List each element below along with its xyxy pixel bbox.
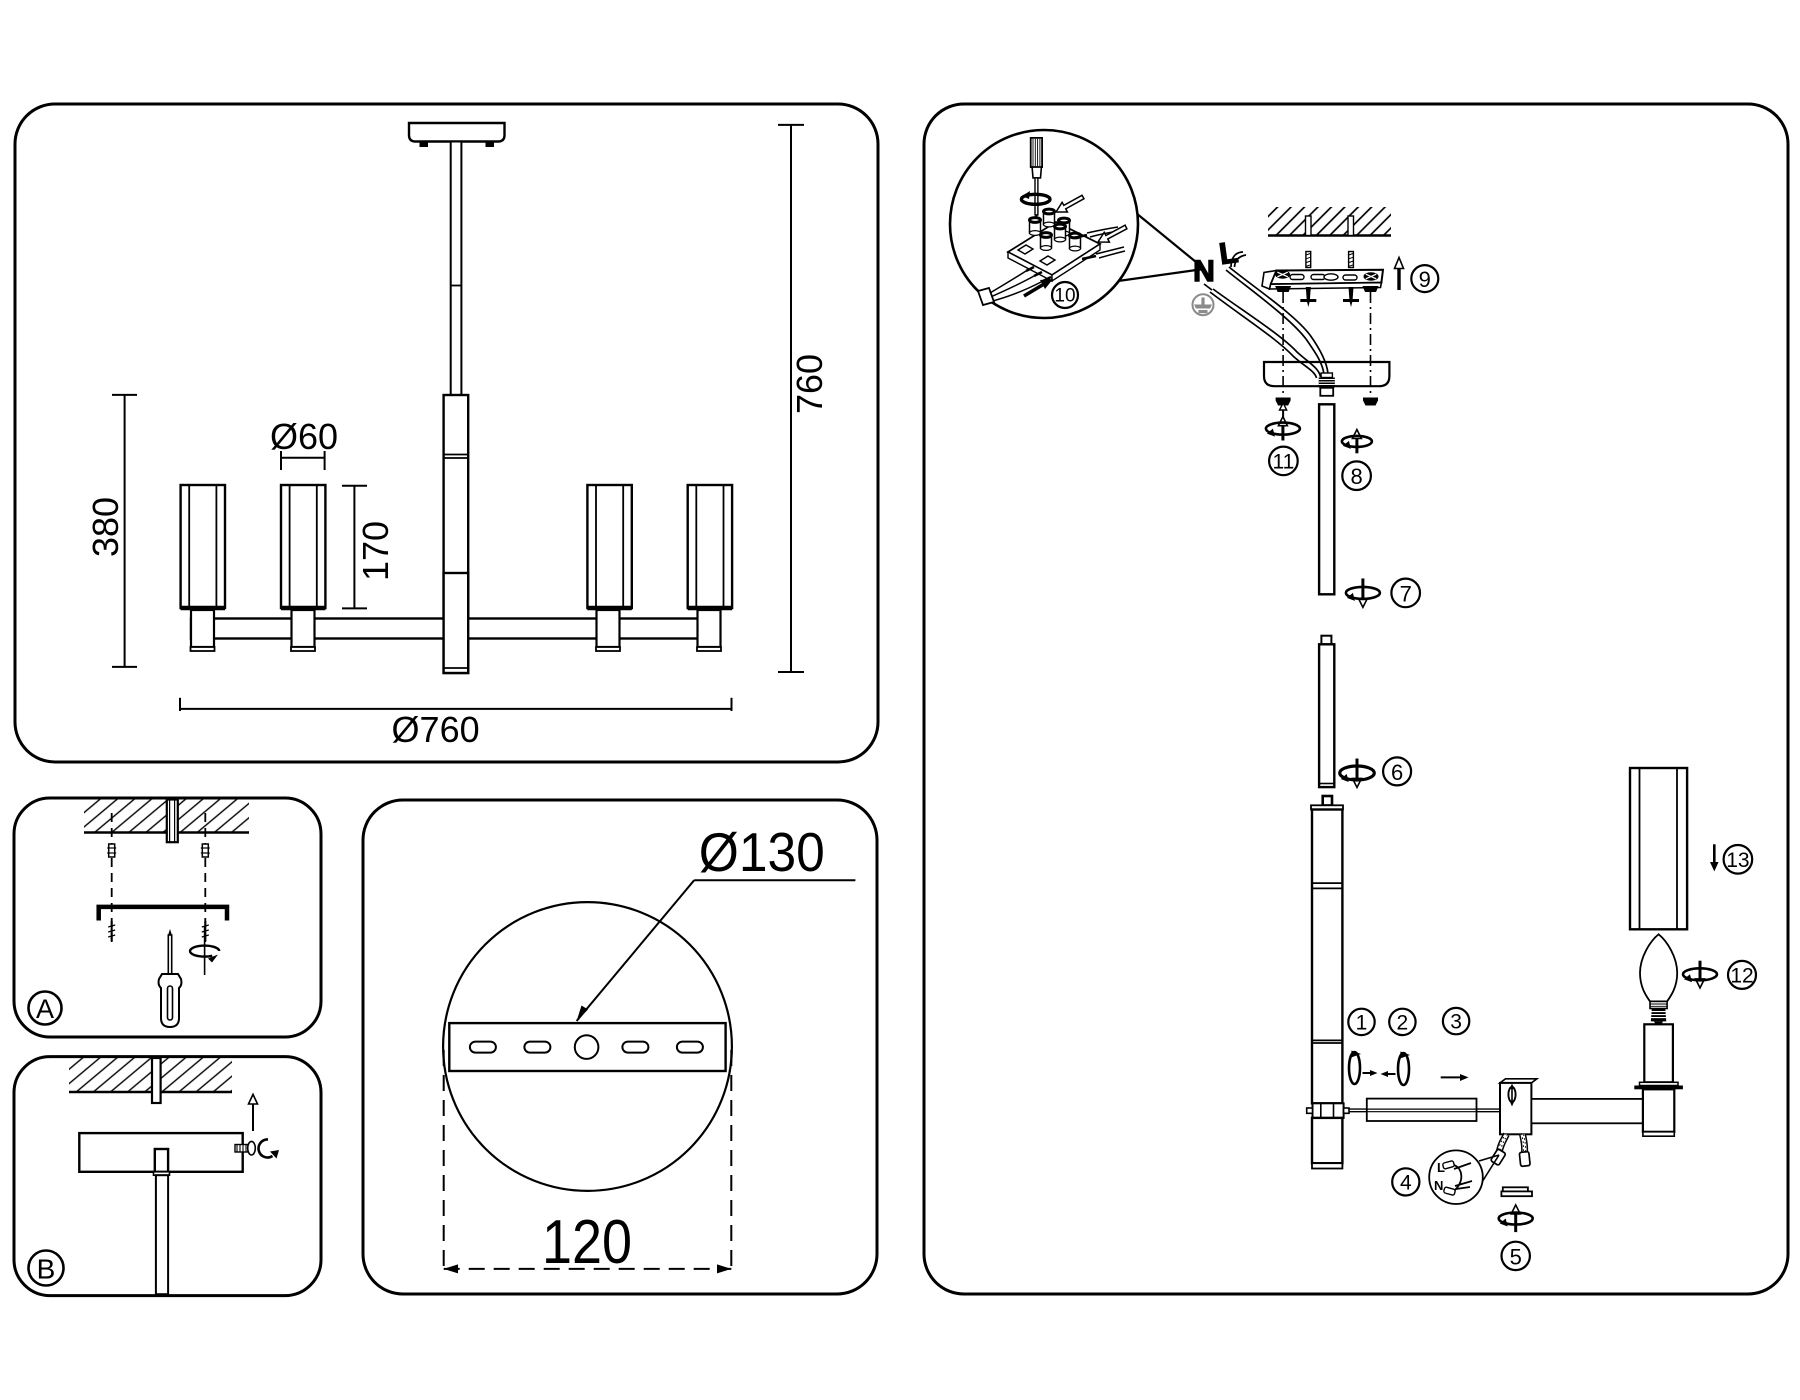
- svg-text:4: 4: [1400, 1171, 1412, 1194]
- svg-text:Ø760: Ø760: [392, 709, 480, 750]
- svg-text:N: N: [1193, 255, 1215, 288]
- svg-text:380: 380: [85, 497, 126, 557]
- svg-text:9: 9: [1419, 267, 1431, 292]
- svg-text:12: 12: [1730, 964, 1753, 987]
- svg-text:B: B: [37, 1254, 56, 1285]
- svg-text:6: 6: [1391, 760, 1403, 785]
- svg-text:Ø60: Ø60: [270, 416, 338, 457]
- svg-text:760: 760: [789, 354, 830, 414]
- svg-text:5: 5: [1510, 1244, 1522, 1269]
- svg-text:2: 2: [1397, 1011, 1409, 1034]
- svg-text:11: 11: [1272, 450, 1294, 473]
- svg-text:N: N: [1434, 1178, 1443, 1193]
- svg-text:7: 7: [1400, 581, 1412, 606]
- svg-text:8: 8: [1350, 464, 1362, 489]
- svg-text:13: 13: [1726, 849, 1749, 872]
- svg-text:120: 120: [542, 1208, 632, 1277]
- svg-text:A: A: [36, 994, 54, 1024]
- svg-text:10: 10: [1054, 286, 1075, 307]
- svg-text:170: 170: [355, 521, 396, 581]
- svg-text:3: 3: [1450, 1011, 1462, 1034]
- svg-text:Ø130: Ø130: [699, 821, 825, 883]
- svg-text:L: L: [1437, 1160, 1445, 1175]
- svg-text:1: 1: [1356, 1011, 1368, 1034]
